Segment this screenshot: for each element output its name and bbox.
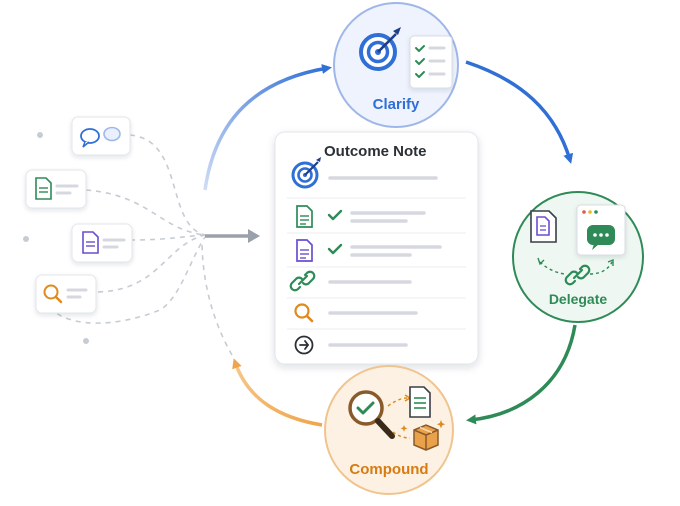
arc-into-clarify (203, 64, 332, 191)
delegate-label: Delegate (548, 291, 608, 307)
check-icon (327, 209, 343, 221)
arrow-right-circle-icon (294, 335, 314, 355)
chat-bubble-icon (587, 225, 615, 250)
row-document-icon (296, 205, 313, 228)
link-icon (289, 270, 316, 292)
box-icon (413, 424, 439, 451)
document-purple-icon (82, 231, 99, 254)
funnel-lines (39, 134, 206, 324)
document-icon (35, 177, 52, 200)
search-icon (294, 303, 314, 323)
arc-compound-back (232, 358, 323, 427)
target-icon (359, 27, 401, 71)
arc-clarify-to-delegate (465, 60, 574, 164)
chat-bubbles-icon (80, 126, 121, 148)
search-icon (43, 284, 63, 304)
compound-label: Compound (349, 461, 429, 478)
clarify-label: Clarify (372, 96, 420, 113)
row-document-purple-icon (296, 239, 313, 262)
link-icon (564, 264, 591, 286)
outcome-note-title: Outcome Note (324, 143, 427, 160)
input-card-doc-purple (71, 223, 133, 263)
decor-dots (23, 132, 89, 344)
sparkle-icon (400, 420, 446, 432)
target-icon (291, 157, 321, 189)
check-icon (327, 243, 343, 255)
arc-delegate-to-compound (466, 324, 577, 425)
input-card-chat (71, 116, 131, 156)
clarify-node (333, 2, 459, 128)
document-purple-icon (530, 210, 557, 243)
magnifier-check-icon (348, 390, 395, 439)
document-icon (409, 386, 431, 418)
arc-dashed-return (201, 239, 233, 356)
input-card-doc-green (25, 169, 87, 209)
